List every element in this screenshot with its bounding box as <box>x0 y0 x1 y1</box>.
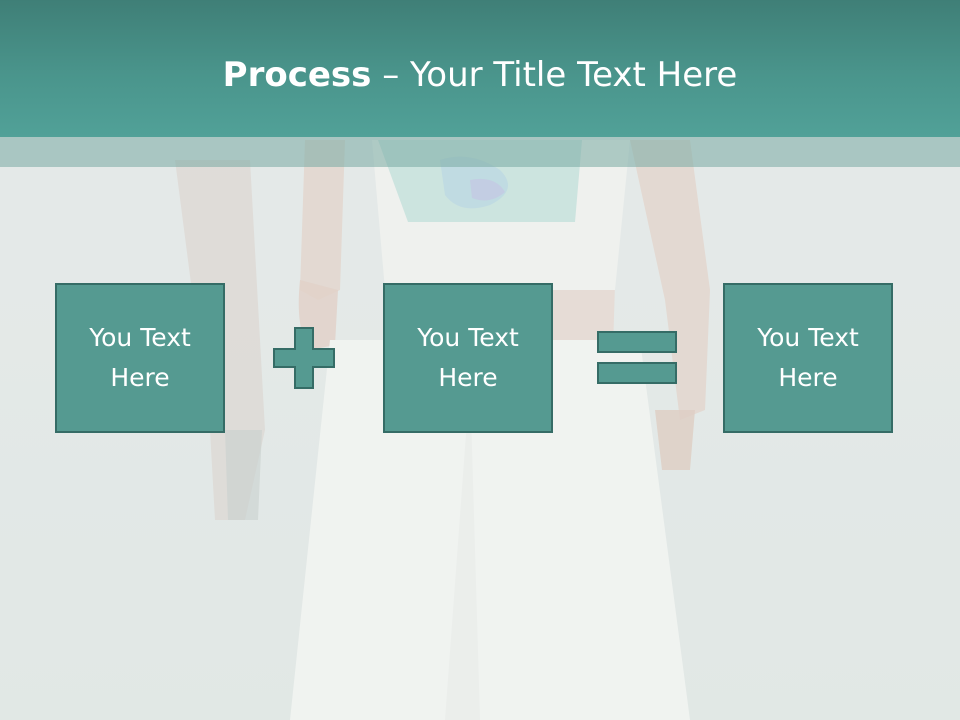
title-bold-word: Process <box>222 55 372 95</box>
process-box-2: You Text Here <box>383 283 553 433</box>
plus-icon <box>273 327 335 389</box>
slide-title: Process – Your Title Text Here <box>0 54 960 96</box>
process-box-3-text: You Text Here <box>757 323 859 392</box>
title-text: Your Title Text Here <box>410 55 738 95</box>
process-box-3: You Text Here <box>723 283 893 433</box>
process-box-1-text: You Text Here <box>89 323 191 392</box>
title-band <box>0 0 960 137</box>
process-box-2-text: You Text Here <box>417 323 519 392</box>
title-accent-strip <box>0 137 960 167</box>
title-separator: – <box>371 55 411 95</box>
equals-icon <box>597 331 677 385</box>
process-box-1: You Text Here <box>55 283 225 433</box>
